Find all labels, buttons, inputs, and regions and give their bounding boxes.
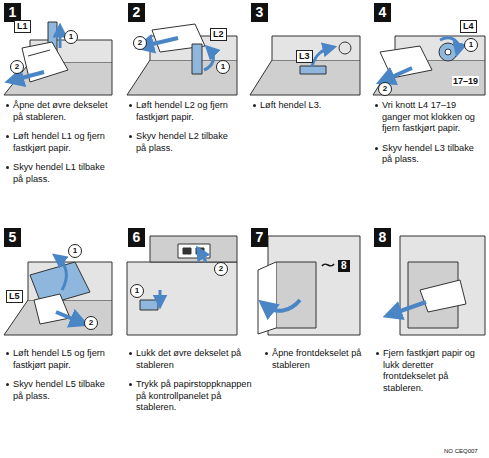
step-number-text: 3 — [256, 4, 264, 20]
instruction-text: Skyv hendel L3 tilbake på plass. — [374, 143, 486, 166]
turn-count: 17–19 — [452, 76, 479, 86]
instruction-text: Trykk på papirstoppknappen på kontrollpa… — [128, 379, 260, 414]
step-number-text: 1 — [9, 4, 17, 20]
part-label: L3 — [296, 50, 313, 63]
instruction-text: Løft hendel L3. — [252, 100, 360, 112]
step-number-text: 7 — [256, 229, 264, 245]
instruction-text: Løft hendel L5 og fjern fastkjørt papir. — [5, 348, 117, 371]
part-label: L2 — [210, 28, 227, 41]
step-number-text: 4 — [379, 4, 387, 20]
instruction-text: Vri knott L4 17–19 ganger mot klokken og… — [374, 100, 486, 135]
step-number: 4 — [374, 3, 391, 22]
callout-number: 1 — [216, 60, 230, 74]
step-number-text: 6 — [133, 229, 141, 245]
step-number: 6 — [128, 228, 145, 247]
instruction-text: Skyv hendel L2 tilbake på plass. — [128, 131, 240, 154]
instruction-text: Skyv hendel L5 tilbake på plass. — [5, 379, 117, 402]
callout-number: 2 — [84, 316, 98, 330]
callout-number: 1 — [64, 30, 78, 44]
callout-number: 1 — [68, 244, 82, 258]
jam-indicator: 8 — [338, 260, 350, 272]
instruction-text: Åpne det øvre dekselet på stableren. — [5, 100, 117, 123]
step-number: 8 — [374, 228, 391, 247]
callout-number: 1 — [464, 38, 478, 52]
step-number: 7 — [251, 228, 268, 247]
instruction-text: Åpne frontdekselet på stableren — [264, 348, 368, 371]
callout-number: 2 — [378, 82, 392, 96]
part-label: L4 — [460, 20, 477, 33]
instruction-text: Lukk det øvre dekselet på stableren — [128, 348, 260, 371]
step-number: 5 — [4, 228, 21, 247]
callout-number: 1 — [130, 284, 144, 298]
callout-number: 2 — [214, 262, 228, 276]
step-number-text: 8 — [379, 229, 387, 245]
step-number: 2 — [128, 3, 145, 22]
step-number-text: 2 — [133, 4, 141, 20]
callout-number: 2 — [10, 60, 24, 74]
instruction-text: Løft hendel L2 og fjern fastkjørt papir. — [128, 100, 240, 123]
callout-number: 2 — [133, 36, 147, 50]
part-label: L1 — [14, 20, 31, 33]
step-number: 3 — [251, 3, 268, 22]
instruction-text: Fjern fastkjørt papir og lukk deretter f… — [375, 348, 485, 394]
document-code: NO CEQ007 — [444, 448, 478, 454]
part-label: L5 — [6, 290, 23, 303]
instruction-text: Løft hendel L1 og fjern fastkjørt papir. — [5, 131, 117, 154]
instruction-text: Skyv hendel L1 tilbake på plass. — [5, 162, 117, 185]
step-number-text: 5 — [9, 229, 17, 245]
